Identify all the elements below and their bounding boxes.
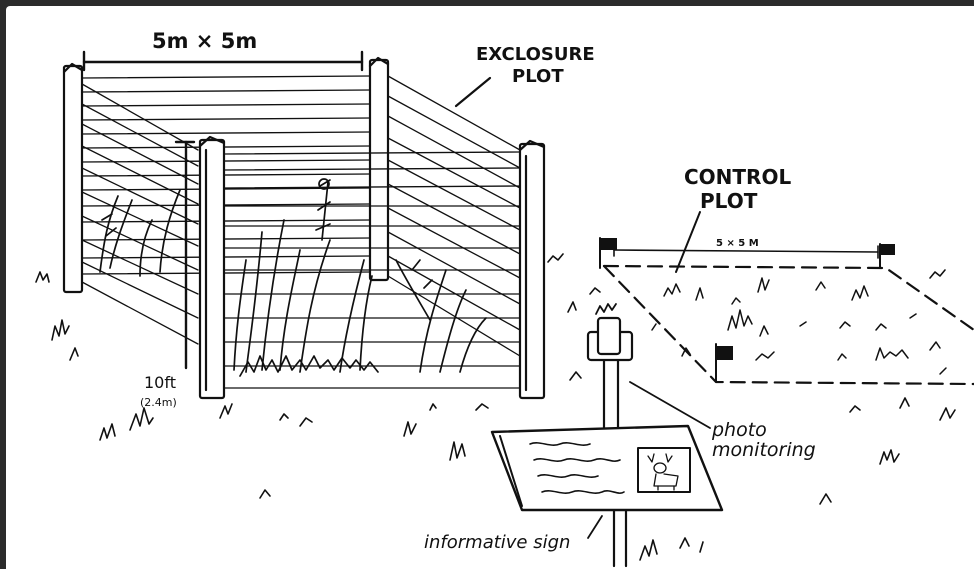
exclosure-diagram: 5m × 5m EXCLOSURE PLOT 10ft (2.4m) CONTR… xyxy=(6,6,974,569)
control-plot-title-2: PLOT xyxy=(700,189,758,213)
photo-monitoring-label-1: photo xyxy=(711,419,767,441)
fence-post-back-left xyxy=(64,66,82,292)
informative-sign-label: informative sign xyxy=(424,532,570,553)
fence-post-front-left xyxy=(200,140,224,398)
fence-wires-back xyxy=(82,76,370,274)
photo-monitoring-label-2: monitoring xyxy=(712,439,816,461)
exclosure-label-pointer xyxy=(456,78,490,106)
fence-post-back-right xyxy=(370,60,388,280)
fence-wires-right xyxy=(388,76,520,356)
height-metric-label: (2.4m) xyxy=(140,396,177,409)
control-plot xyxy=(604,212,974,384)
flag-front xyxy=(716,344,733,382)
drawing-panel: 5m × 5m EXCLOSURE PLOT 10ft (2.4m) CONTR… xyxy=(6,6,974,569)
control-plot-title-1: CONTROL xyxy=(684,165,791,189)
fence-post-front-right xyxy=(520,144,544,398)
flag-back-right xyxy=(880,244,895,268)
exclosure-width-arrow xyxy=(84,52,362,70)
height-label: 10ft xyxy=(144,373,176,392)
camera-icon xyxy=(598,318,620,354)
exclosure-dims-label: 5m × 5m xyxy=(152,29,257,53)
control-dims-label: 5 × 5 M xyxy=(716,238,759,249)
camera-post xyxy=(588,304,710,440)
exclosure-grass xyxy=(100,179,486,376)
fence-wires-left xyxy=(82,84,198,344)
exclosure-plot-title-2: PLOT xyxy=(512,66,564,87)
fence-wires-front xyxy=(224,152,520,388)
exclosure-plot-title-1: EXCLOSURE xyxy=(476,44,595,65)
exclosure-fence xyxy=(64,58,544,398)
